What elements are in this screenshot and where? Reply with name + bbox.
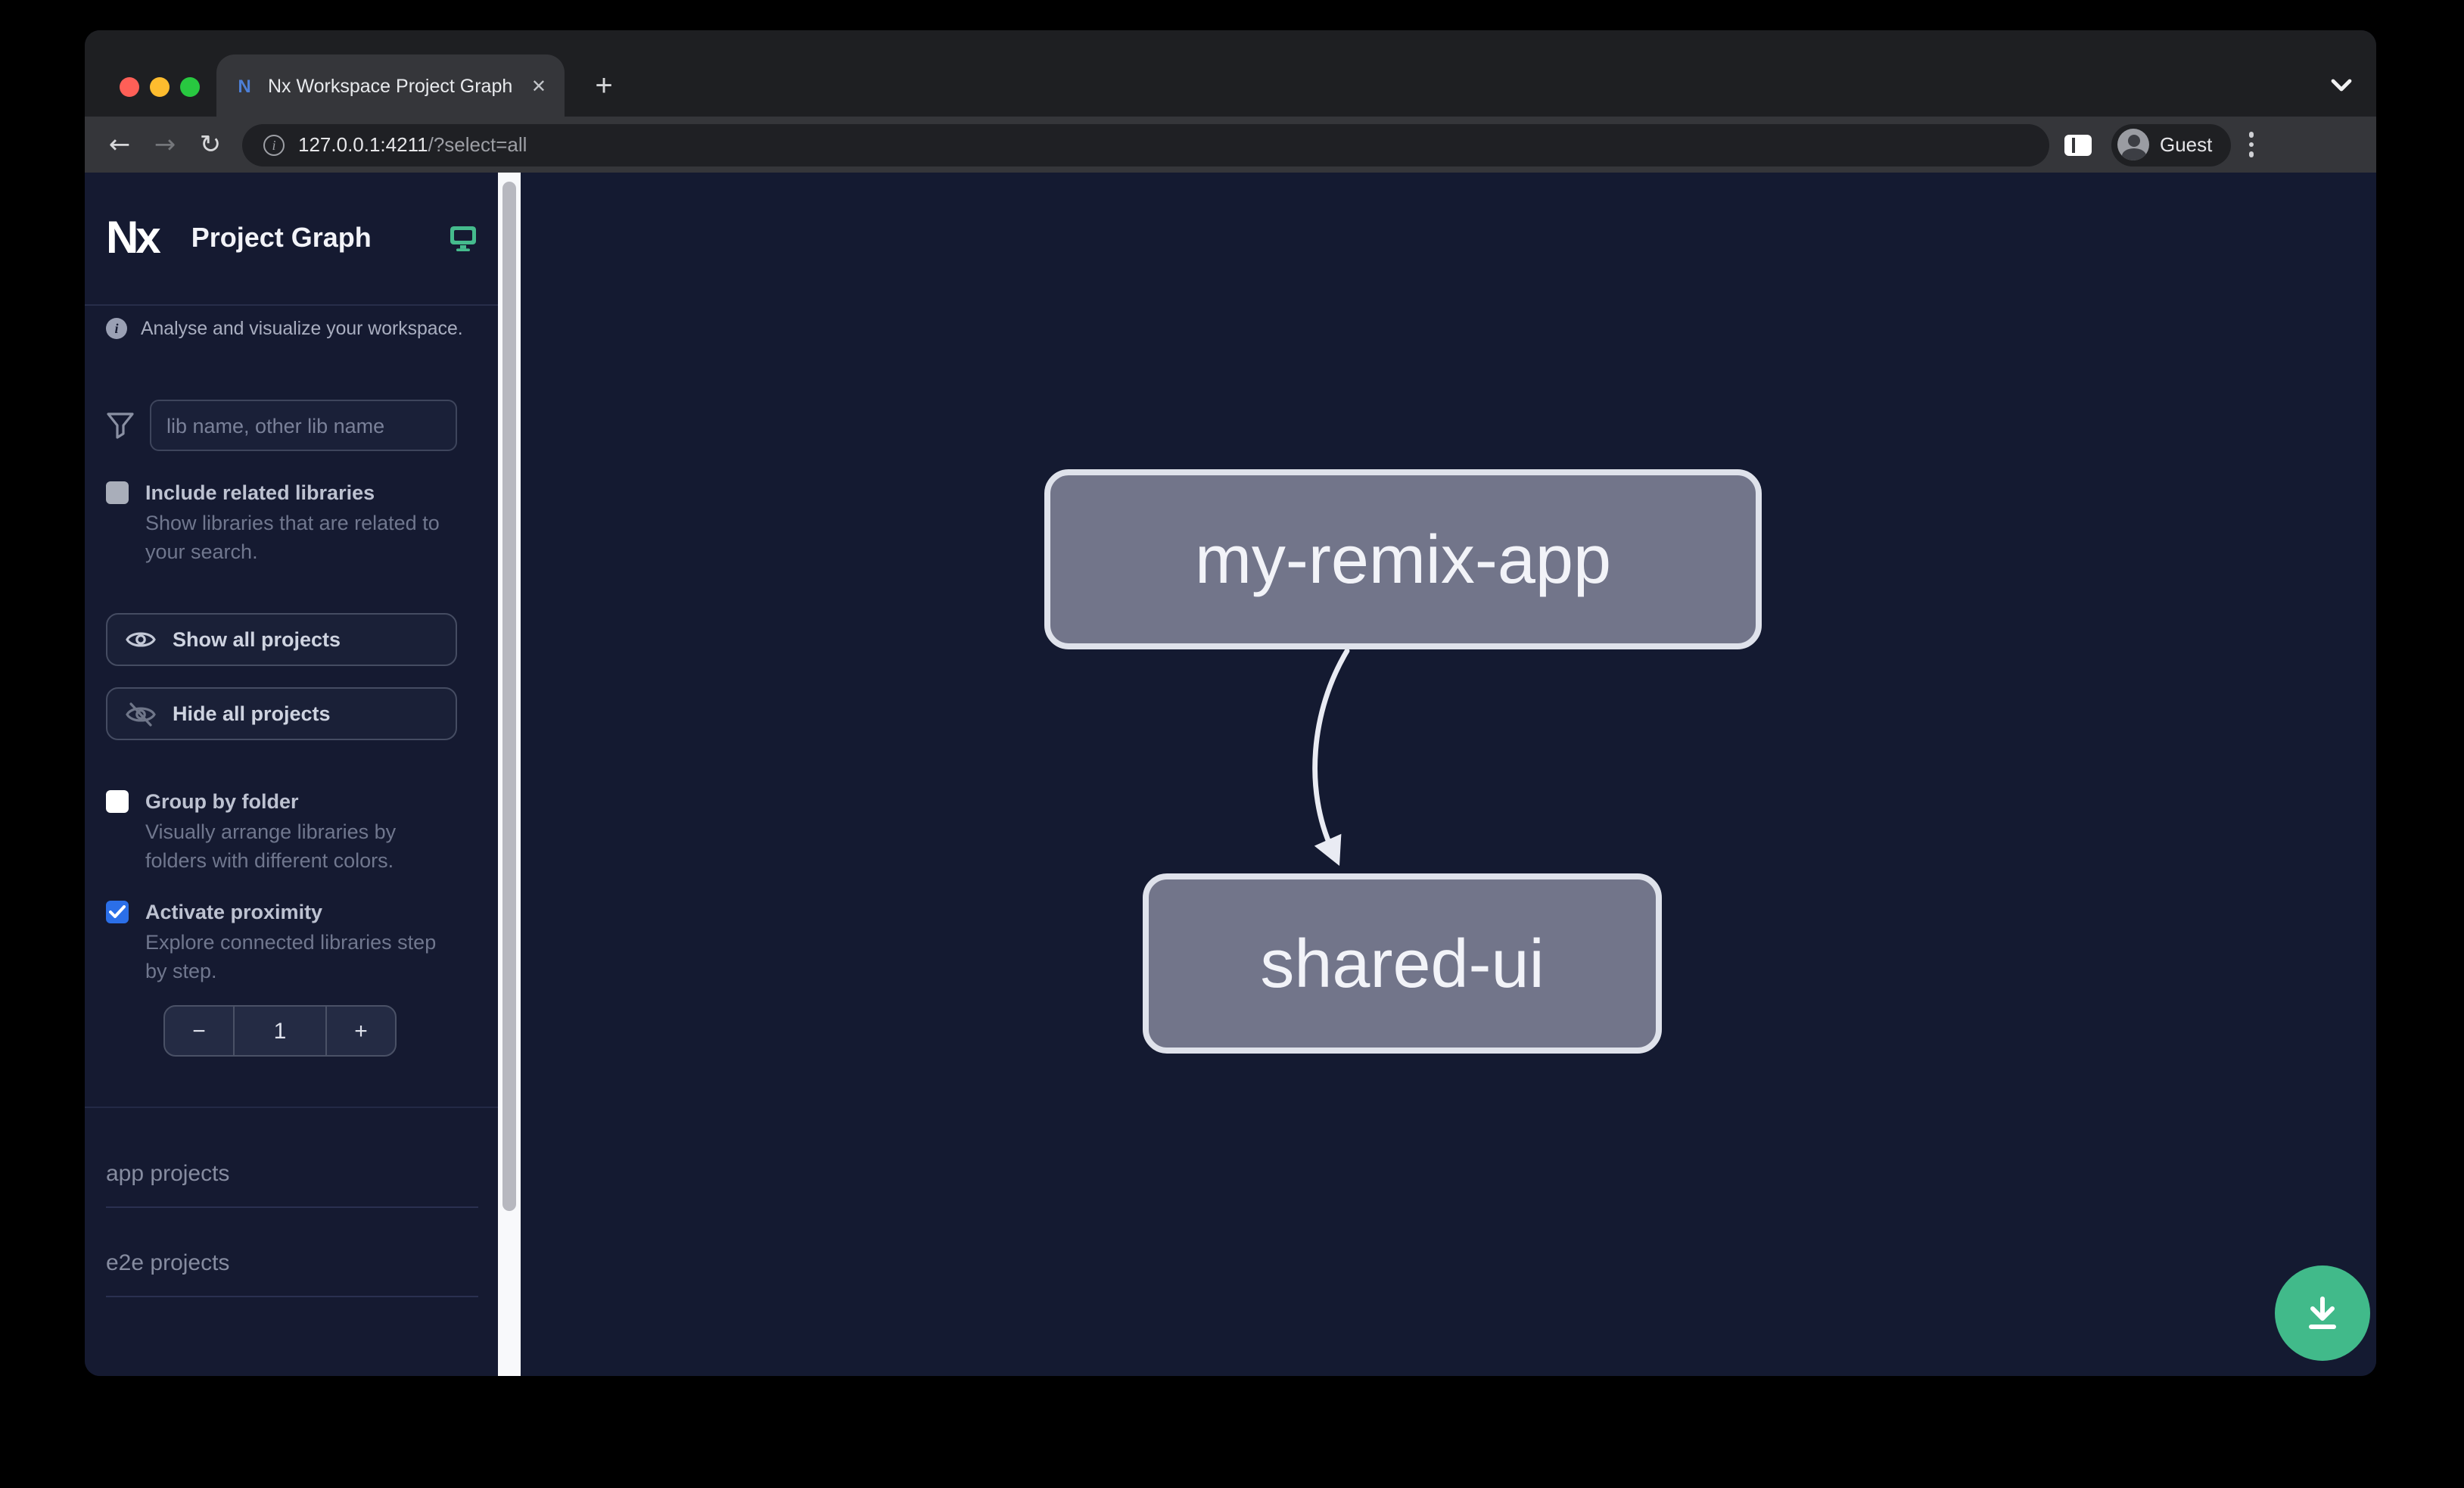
tab-search-chevron-icon[interactable] (2331, 79, 2352, 92)
option-group-by-folder: Group by folder Visually arrange librari… (106, 790, 477, 875)
eye-icon (126, 632, 156, 647)
sidebar: Nx Project Graph i Analyse and visualize… (85, 173, 498, 1376)
close-window-button[interactable] (120, 77, 139, 97)
filter-row (106, 400, 457, 451)
group-by-folder-checkbox[interactable] (106, 790, 129, 813)
divider (106, 1206, 478, 1208)
divider (106, 1296, 478, 1297)
tagline: i Analyse and visualize your workspace. (106, 318, 477, 339)
checkbox-label: Activate proximity (145, 901, 323, 923)
activate-proximity-checkbox[interactable] (106, 901, 129, 923)
zoom-window-button[interactable] (180, 77, 200, 97)
monitor-icon (450, 226, 476, 251)
checkbox-description: Explore connected libraries step by step… (145, 931, 437, 982)
proximity-depth-stepper: − 1 + (163, 1005, 397, 1057)
download-icon (2309, 1296, 2336, 1328)
page-content: Nx Project Graph i Analyse and visualize… (85, 173, 2376, 1376)
nx-logo: Nx (106, 213, 161, 263)
edge-my-remix-app-to-shared-ui (1312, 648, 1350, 866)
include-related-checkbox[interactable] (106, 481, 129, 504)
checkbox-label: Group by folder (145, 790, 299, 813)
tab-close-icon[interactable]: ✕ (530, 75, 546, 96)
reload-button[interactable]: ↻ (199, 129, 222, 160)
decrement-button[interactable]: − (165, 1007, 235, 1055)
new-tab-button[interactable]: + (595, 69, 613, 102)
option-activate-proximity: Activate proximity Explore connected lib… (106, 901, 477, 985)
option-include-related-libraries: Include related libraries Show libraries… (106, 481, 477, 566)
forward-button[interactable]: → (154, 129, 176, 160)
section-e2e-projects: e2e projects (106, 1250, 230, 1276)
profile-name: Guest (2160, 133, 2213, 156)
graph-node-my-remix-app[interactable]: my-remix-app (1044, 469, 1762, 649)
sidebar-scrollbar-thumb[interactable] (502, 182, 516, 1211)
back-button[interactable]: ← (108, 129, 131, 160)
minimize-window-button[interactable] (150, 77, 170, 97)
filter-funnel-icon (107, 412, 134, 439)
profile-button[interactable]: Guest (2111, 123, 2231, 166)
checkbox-description: Visually arrange libraries by folders wi… (145, 820, 397, 872)
url-text: 127.0.0.1:4211/?select=all (298, 133, 527, 156)
increment-button[interactable]: + (325, 1007, 395, 1055)
library-filter-input[interactable] (150, 400, 457, 451)
checkbox-description: Show libraries that are related to your … (145, 512, 440, 563)
download-graph-button[interactable] (2275, 1265, 2370, 1361)
tab-nx-workspace-project-graph[interactable]: N Nx Workspace Project Graph ✕ (216, 54, 565, 117)
nx-favicon-icon: N (238, 75, 250, 96)
browser-toolbar: ← → ↻ i 127.0.0.1:4211/?select=all Guest (85, 117, 2376, 173)
avatar (2117, 129, 2149, 160)
eye-off-icon (126, 702, 156, 726)
graph-node-shared-ui[interactable]: shared-ui (1143, 873, 1662, 1054)
project-graph-canvas[interactable]: my-remix-app shared-ui (521, 173, 2376, 1376)
browser-menu-icon[interactable] (2248, 132, 2254, 157)
tab-title: Nx Workspace Project Graph (268, 75, 513, 96)
sidebar-header: Nx Project Graph (85, 173, 498, 306)
info-icon: i (106, 318, 127, 339)
checkbox-label: Include related libraries (145, 481, 375, 504)
sidebar-scrollbar-track (498, 173, 521, 1376)
address-bar[interactable]: i 127.0.0.1:4211/?select=all (242, 123, 2049, 166)
browser-window: N Nx Workspace Project Graph ✕ + ← → ↻ i… (85, 30, 2376, 1376)
side-panel-icon[interactable] (2064, 134, 2092, 155)
section-app-projects: app projects (106, 1161, 230, 1187)
tab-strip: N Nx Workspace Project Graph ✕ + (85, 30, 2376, 117)
page-title: Project Graph (191, 223, 372, 253)
site-info-icon[interactable]: i (263, 134, 285, 155)
hide-all-projects-button[interactable]: Hide all projects (106, 687, 457, 740)
stepper-value: 1 (273, 1018, 287, 1044)
show-all-projects-button[interactable]: Show all projects (106, 613, 457, 666)
divider (85, 1107, 498, 1108)
